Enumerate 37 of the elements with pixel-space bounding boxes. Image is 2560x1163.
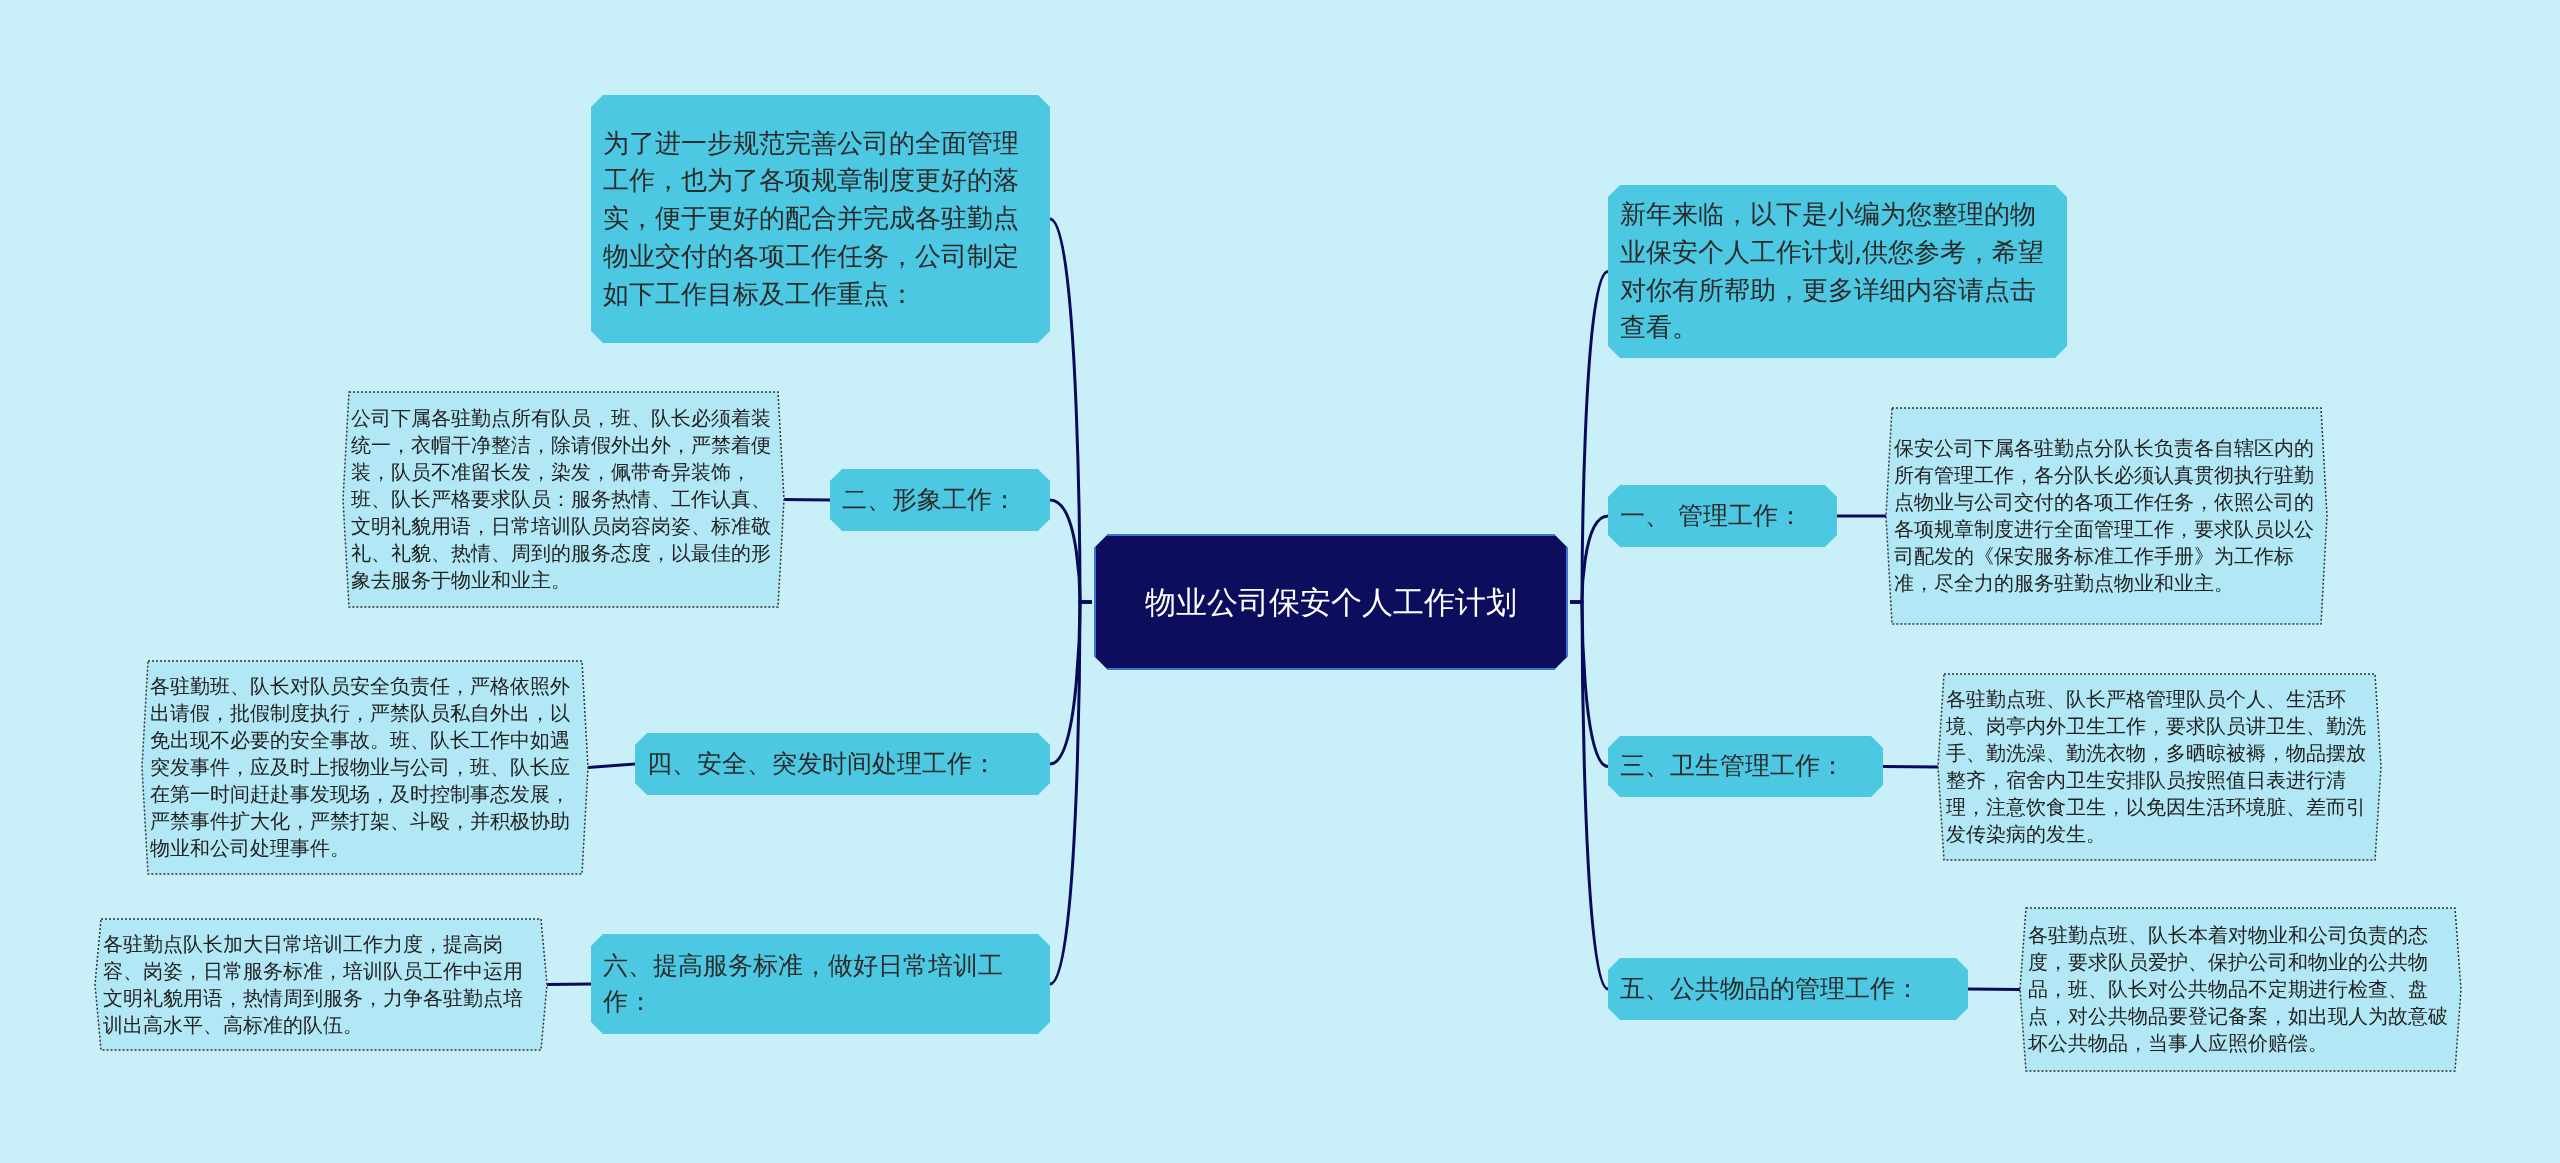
note-box xyxy=(1886,408,2327,624)
branch-box xyxy=(830,469,1050,531)
connector-line xyxy=(1570,600,1610,990)
connector-line xyxy=(1837,514,1886,518)
branch-label: 四、安全、突发时间处理工作： xyxy=(647,747,998,780)
note-box xyxy=(1938,674,2381,860)
connector-line xyxy=(587,762,636,769)
connector-line xyxy=(1883,765,1938,769)
connector-line xyxy=(547,982,591,986)
note-box xyxy=(343,392,784,607)
branch-box xyxy=(1608,958,1968,1020)
topic-title: 物业公司保安个人工作计划 xyxy=(1144,582,1518,622)
note-box xyxy=(95,919,547,1050)
intro-text: 为了进一步规范完善公司的全面管理工作，也为了各项规章制度更好的落实，便于更好的配合并完成各驻勤点物业交付的各项工作任务，公司制定如下工作目标及工作重点： xyxy=(603,126,1020,311)
branch-box xyxy=(1608,736,1883,797)
branch-label: 一、 管理工作： xyxy=(1620,499,1804,532)
connector-line xyxy=(1968,987,2020,991)
branch-box xyxy=(635,733,1050,795)
note-text: 各驻勤点队长加大日常培训工作力度，提高岗容、岗姿，日常服务标准，培训队员工作中运用文明礼貌用语，热情周到服务，力争各驻勤点培训出高水平、高标准的队伍。 xyxy=(103,930,524,1039)
branch-box xyxy=(1608,485,1837,547)
branch-label: 五、公共物品的管理工作： xyxy=(1620,972,1921,1005)
note-text: 各驻勤点班、队长本着对物业和公司负责的态度，要求队员爱护、保护公司和物业的公共物品，班、队长对公共物品不定期进行检查、盘点，对公共物品要登记备案，如出现人为故意破坏公共物品，当事人应照价赔偿。 xyxy=(2028,922,2449,1057)
intro-text: 新年来临，以下是小编为您整理的物业保安个人工作计划,供您参考，希望对你有所帮助，更多详细内容请点击查看。 xyxy=(1620,198,2046,345)
note-box xyxy=(2020,908,2461,1071)
note-box xyxy=(142,661,588,874)
note-text: 各驻勤点班、队长严格管理队员个人、生活环境、岗亭内外卫生工作，要求队员讲卫生、勤洗手、勤洗澡、勤洗衣物，多晒晾被褥，物品摆放整齐，宿舍内卫生安排队员按照值日表进行清理，注意饮食卫生，以免因生活环境脏、差而引发传染病的发生。 xyxy=(1946,686,2367,848)
intro-box xyxy=(1608,185,2067,358)
branch-label: 二、形象工作： xyxy=(842,483,1018,516)
note-text: 保安公司下属各驻勤点分队长负责各自辖区内的所有管理工作，各分队长必须认真贯彻执行驻勤点物业与公司交付的各项工作任务，依照公司的各项规章制度进行全面管理工作，要求队员以公司配发的《保安服务标准工作手册》为工作标准，尽全力的服务驻勤点物业和业主。 xyxy=(1894,435,2315,597)
note-text: 公司下属各驻勤点所有队员，班、队长必须着装统一，衣帽干净整洁，除请假外出外，严禁着便装，队员不准留长发，染发，佩带奇异装饰，班、队长严格要求队员：服务热情、工作认真、文明礼貌用语，日常培训队员岗容岗姿、标准敬礼、礼貌、热情、周到的服务态度，以最佳的形象去服务于物业和业主。 xyxy=(351,405,772,594)
note-text: 各驻勤班、队长对队员安全负责任，严格依照外出请假，批假制度执行，严禁队员私自外出，以免出现不必要的安全事故。班、队长工作中如遇突发事件，应及时上报物业与公司，班、队长应在第一时间赶赴事发现场，及时控制事态发展，严禁事件扩大化，严禁打架、斗殴，并积极协助物业和公司处理事件。 xyxy=(150,673,571,862)
branch-box xyxy=(591,934,1050,1034)
intro-box xyxy=(591,95,1050,343)
connector-line xyxy=(784,498,830,502)
branch-label: 六、提高服务标准，做好日常培训工作： xyxy=(603,949,1004,1018)
topic-box xyxy=(1094,534,1568,670)
branch-label: 三、卫生管理工作： xyxy=(1620,750,1846,783)
